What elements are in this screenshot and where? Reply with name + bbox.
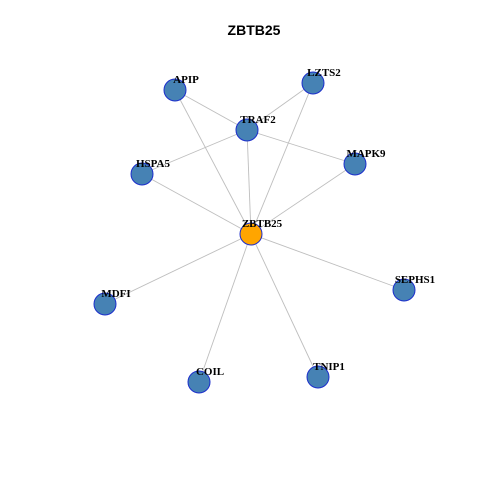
node-label-mdfi: MDFI — [101, 288, 130, 300]
node-hspa5[interactable] — [130, 162, 154, 186]
edge-zbtb25-sephs1 — [250, 233, 405, 291]
node-lzts2[interactable] — [301, 71, 325, 95]
edge-traf2-hspa5 — [141, 129, 248, 175]
edge-zbtb25-hspa5 — [141, 173, 252, 235]
node-traf2[interactable] — [235, 118, 259, 142]
nodes-layer — [93, 71, 416, 394]
edge-zbtb25-coil — [198, 233, 252, 383]
node-label-zbtb25: ZBTB25 — [242, 218, 283, 230]
node-label-apip: APIP — [173, 74, 199, 86]
node-zbtb25[interactable] — [239, 222, 263, 246]
node-label-coil: COIL — [196, 366, 224, 378]
edge-zbtb25-mapk9 — [250, 163, 356, 235]
node-mdfi[interactable] — [93, 292, 117, 316]
graph-title: ZBTB25 — [228, 22, 281, 38]
node-mapk9[interactable] — [343, 152, 367, 176]
node-label-sephs1: SEPHS1 — [395, 274, 435, 286]
node-apip[interactable] — [163, 78, 187, 102]
edge-zbtb25-tnip1 — [250, 233, 319, 378]
edge-traf2-lzts2 — [246, 82, 314, 131]
node-sephs1[interactable] — [392, 278, 416, 302]
node-label-tnip1: TNIP1 — [313, 361, 345, 373]
node-tnip1[interactable] — [306, 365, 330, 389]
node-label-lzts2: LZTS2 — [307, 67, 341, 79]
edge-zbtb25-lzts2 — [250, 82, 314, 235]
edges-layer — [104, 82, 405, 383]
edge-traf2-mapk9 — [246, 129, 356, 165]
edge-traf2-apip — [174, 89, 248, 131]
node-coil[interactable] — [187, 370, 211, 394]
edge-zbtb25-traf2 — [246, 129, 252, 235]
edge-zbtb25-apip — [174, 89, 252, 235]
edge-zbtb25-mdfi — [104, 233, 252, 305]
node-label-hspa5: HSPA5 — [136, 158, 171, 170]
node-label-traf2: TRAF2 — [240, 114, 276, 126]
node-label-mapk9: MAPK9 — [346, 148, 386, 160]
